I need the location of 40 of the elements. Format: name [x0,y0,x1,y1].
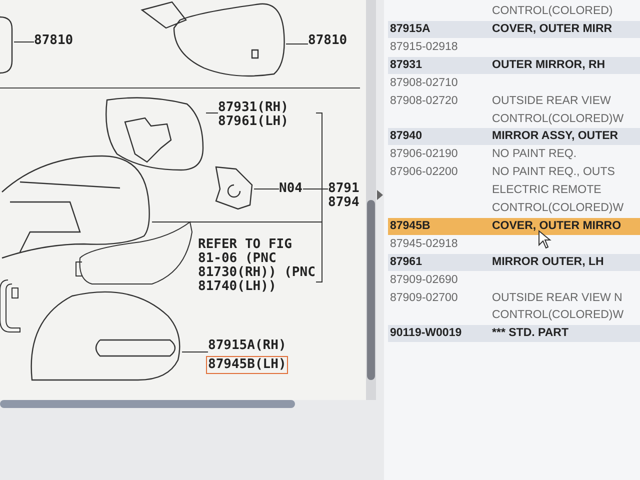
callout-number: 8791 8794 [328,182,360,210]
part-number: 87906-02190 [390,147,458,162]
part-number: 87909-02700 [390,290,458,304]
leader-line [254,188,280,190]
part-number: 87961 [390,254,422,269]
part-description: *** STD. PART [492,326,568,340]
part-number: 87906-02200 [390,165,458,180]
part-description: OUTSIDE REAR VIEW [492,94,611,108]
part-description: CONTROL(COLORED) [492,4,613,18]
part-number: 87908-02710 [390,76,458,90]
callout-number: 87810 [308,34,348,48]
part-number: 87915A [390,22,430,36]
part-number: 87945B [390,218,430,233]
part-description: OUTER MIRROR, RH [492,58,606,72]
part-description: COVER, OUTER MIRR [492,22,612,36]
part-description: NO PAINT REQ. [492,147,577,162]
part-description: CONTROL(COLORED)W [492,112,624,126]
leader-line [316,188,328,282]
part-description: OUTSIDE REAR VIEW N [492,290,622,304]
part-number: 90119-W0019 [390,326,462,340]
callout-number: 87810 [34,34,74,48]
part-number: 87940 [390,129,422,144]
part-description: ELECTRIC REMOTE [492,183,602,198]
highlighted-callout-number: 87945B(LH) [208,358,286,372]
part-description: MIRROR OUTER, LH [492,254,604,269]
part-number: 87908-02720 [390,94,458,108]
part-number: 87909-02690 [390,272,458,287]
callout-number: N04 [279,182,303,196]
part-number: 87945-02918 [390,236,458,251]
part-description: MIRROR ASSY, OUTER [492,129,618,144]
reference-note: REFER TO FIG 81-06 (PNC 81730(RH)) (PNC 81740(LH)) [198,238,316,294]
part-number: 87915-02918 [390,40,458,54]
part-description: NO PAINT REQ., OUTS [492,165,615,180]
part-number: 87931 [390,58,422,72]
part-description: CONTROL(COLORED)W [492,201,624,215]
part-description: COVER, OUTER MIRRO [492,218,622,233]
callout-number: 87931(RH) 87961(LH) [218,101,290,129]
leader-line [206,112,218,114]
part-description: CONTROL(COLORED)W [492,308,624,322]
callout-number: 87915A(RH) [208,339,288,353]
